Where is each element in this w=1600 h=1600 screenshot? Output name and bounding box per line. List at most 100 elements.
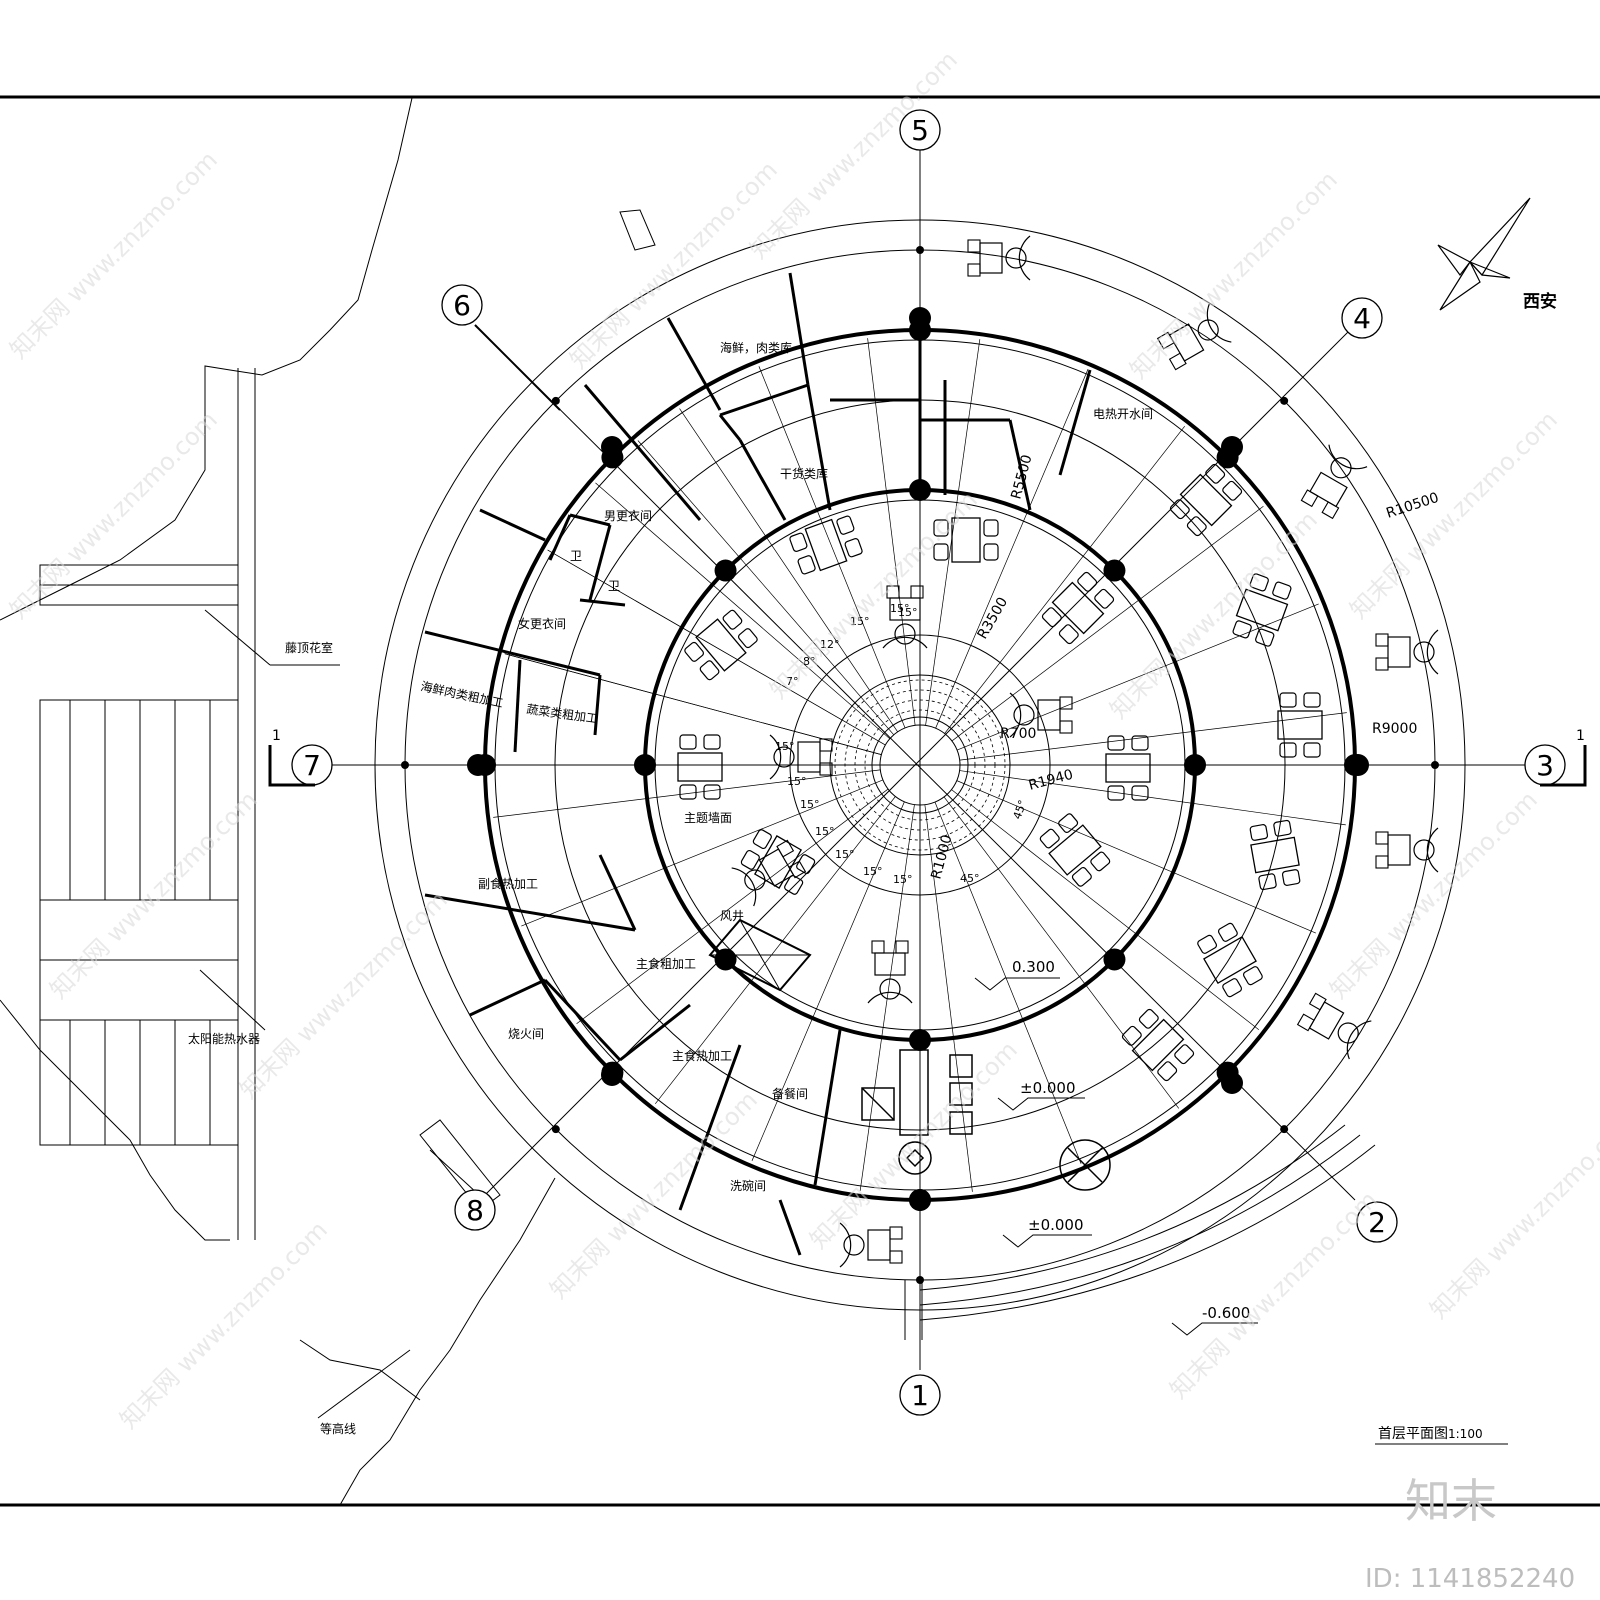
column-inner [1103,559,1126,582]
chair [1131,785,1149,801]
booth-chair [910,585,924,599]
booth-chair [1296,1013,1315,1032]
axis-bubble-label-4: 4 [1353,302,1371,335]
chair [1058,624,1079,645]
room-label-dry-store: 干货类库 [780,466,828,481]
chair [844,538,863,558]
chair [789,532,808,552]
axis-bubble-5 [899,109,941,151]
angle-label-5: 15° [775,740,795,753]
chair [1222,978,1243,998]
radial-line [867,338,916,726]
axis-bubble-label-7: 7 [303,749,321,782]
booth-arc [1328,444,1368,470]
dim-r1940: R1940 [1027,767,1075,794]
column-outer-2 [1221,1072,1243,1094]
radial-line [637,440,895,736]
chair [1255,628,1275,647]
booth-seat [744,869,766,891]
column-inner [714,559,737,582]
room-label-air-shaft: 风井 [720,909,744,923]
radial-line [547,549,886,746]
table-top [1250,836,1300,874]
booth [769,734,833,780]
booth-arc [839,1222,852,1268]
compass-label: 西安 [1523,291,1557,312]
chair [1279,692,1297,708]
booth-chair [1168,352,1187,371]
radial-line [925,339,981,726]
chair [1107,735,1125,751]
booth [1300,444,1368,520]
column-outer-2 [1221,436,1243,458]
table-set [677,734,723,800]
radial-line [959,770,1346,826]
table-top [804,518,848,572]
angle-label-4: 7° [786,675,799,688]
table-top [1051,581,1105,635]
level-marker-neg0600 [1171,1322,1258,1336]
chair [1107,785,1125,801]
booth [867,940,913,1004]
section-mark-right [1540,745,1587,787]
table-set [789,515,863,575]
table-set [1041,571,1115,645]
level-text-000-b: ±0.000 [1028,1216,1084,1234]
booth-chair [1375,633,1389,647]
axis-bubble-1 [899,1374,941,1416]
room-label-men-locker: 男更衣间 [604,508,652,523]
table-top [695,618,747,672]
angle-label-6: 15° [787,775,807,788]
drawing-title: 首层平面图1:100 [1378,1426,1483,1442]
booth-table [1387,636,1411,668]
watermark-text: 知末网 www.znzmo.com [1104,506,1322,724]
site-label-contour-line: 等高线 [320,1421,356,1436]
column-outer-2 [909,1189,931,1211]
chair [1174,1044,1195,1065]
room-label-women-locker: 女更衣间 [518,616,566,631]
level-marker-000-a [997,1097,1085,1111]
watermark-logo: 知末 [1405,1474,1497,1528]
watermark-text: 知末网 www.znzmo.com [544,1086,762,1304]
axis-bubble-2 [1356,1201,1398,1243]
table-set [1197,922,1263,998]
column-inner [714,948,737,971]
radial-line [924,804,973,1192]
booth-seat [1413,839,1435,861]
booth-arc [1426,629,1439,675]
booth [1156,303,1232,371]
booth-chair [776,839,795,858]
dim-r1000: R1000 [928,833,955,881]
chair [1205,463,1226,484]
booth-table [1308,1001,1345,1040]
booth-seat [1013,704,1035,726]
chair [1039,828,1060,849]
angle-label-7: 15° [800,798,820,811]
booth-seat [773,746,795,768]
table-top [1105,753,1151,783]
column-ring-node [551,1125,560,1134]
room-label-feature-wall: 主题墙面 [684,811,732,825]
booth-chair [895,940,909,954]
booth-seat [843,1234,865,1256]
booth-chair [967,263,981,277]
table-set [1232,573,1292,647]
booth-table [1037,699,1061,731]
table-set [1105,735,1151,801]
booth [882,585,928,649]
site-terrain [0,97,556,1506]
room-label-boiler-room: 电热开水间 [1093,407,1153,421]
room-label-veg-prep: 蔬菜类粗加工 [526,702,599,726]
booth-table [1387,834,1411,866]
angle-label-2: 12° [820,638,840,651]
table-set [933,517,999,563]
booth [1375,827,1439,873]
chair [1058,813,1079,834]
room-label-pantry: 备餐间 [772,1086,808,1101]
chair [699,660,720,681]
table-set [1277,692,1323,758]
axis-bubble-label-1: 1 [911,1379,929,1412]
booth-chair [871,940,885,954]
chair [1222,480,1243,501]
table-top [1179,473,1233,527]
